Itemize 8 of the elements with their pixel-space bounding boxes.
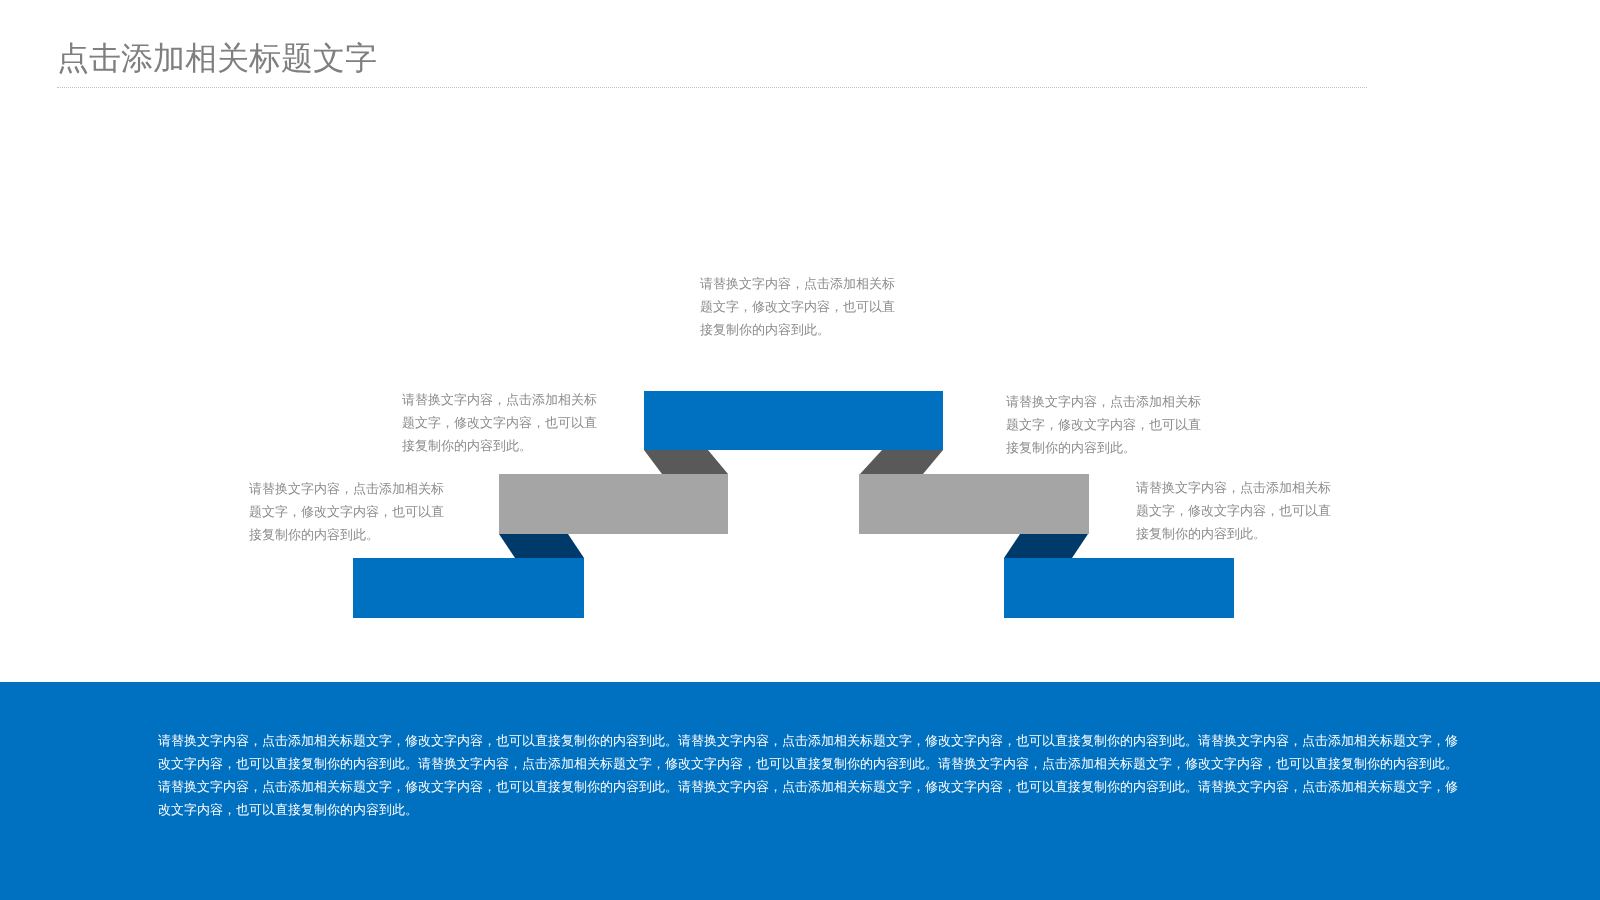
body-paragraph: 请替换文字内容，点击添加相关标题文字，修改文字内容，也可以直接复制你的内容到此。请替换文字内容，点击添加相关标题文字，修改文字内容，也可以直接复制你的内容到此。请替换文字内容，点击添加相关标题文字，修改文字内容，也可以直接复制你的内容到此。请替换文字内容，点击添加相关标题文字，修改文字内容，也可以直接复制你的内容到此。请替换文字内容，点击添加相关标题文字，修改文字内容，也可以直接复制你的内容到此。请替换文字内容，点击添加相关标题文字，修改文字内容，也可以直接复制你的内容到此。请替换文字内容，点击添加相关标题文字，修改文字内容，也可以直接复制你的内容到此。请替换文字内容，点击添加相关标题文字，修改文字内容，也可以直接复制你的内容到此。: [158, 732, 1459, 819]
description-text: 请替换文字内容，点击添加相关标题文字，修改文字内容，也可以直接复制你的内容到此。: [1136, 479, 1332, 543]
description-text: 请替换文字内容，点击添加相关标题文字，修改文字内容，也可以直接复制你的内容到此。: [1006, 393, 1202, 457]
description-text: 请替换文字内容，点击添加相关标题文字，修改文字内容，也可以直接复制你的内容到此。: [700, 275, 896, 339]
footer-band: [0, 682, 1600, 900]
description-text: 请替换文字内容，点击添加相关标题文字，修改文字内容，也可以直接复制你的内容到此。: [249, 480, 445, 544]
slide-title: 点击添加相关标题文字: [57, 39, 377, 78]
description-text: 请替换文字内容，点击添加相关标题文字，修改文字内容，也可以直接复制你的内容到此。: [402, 391, 598, 455]
